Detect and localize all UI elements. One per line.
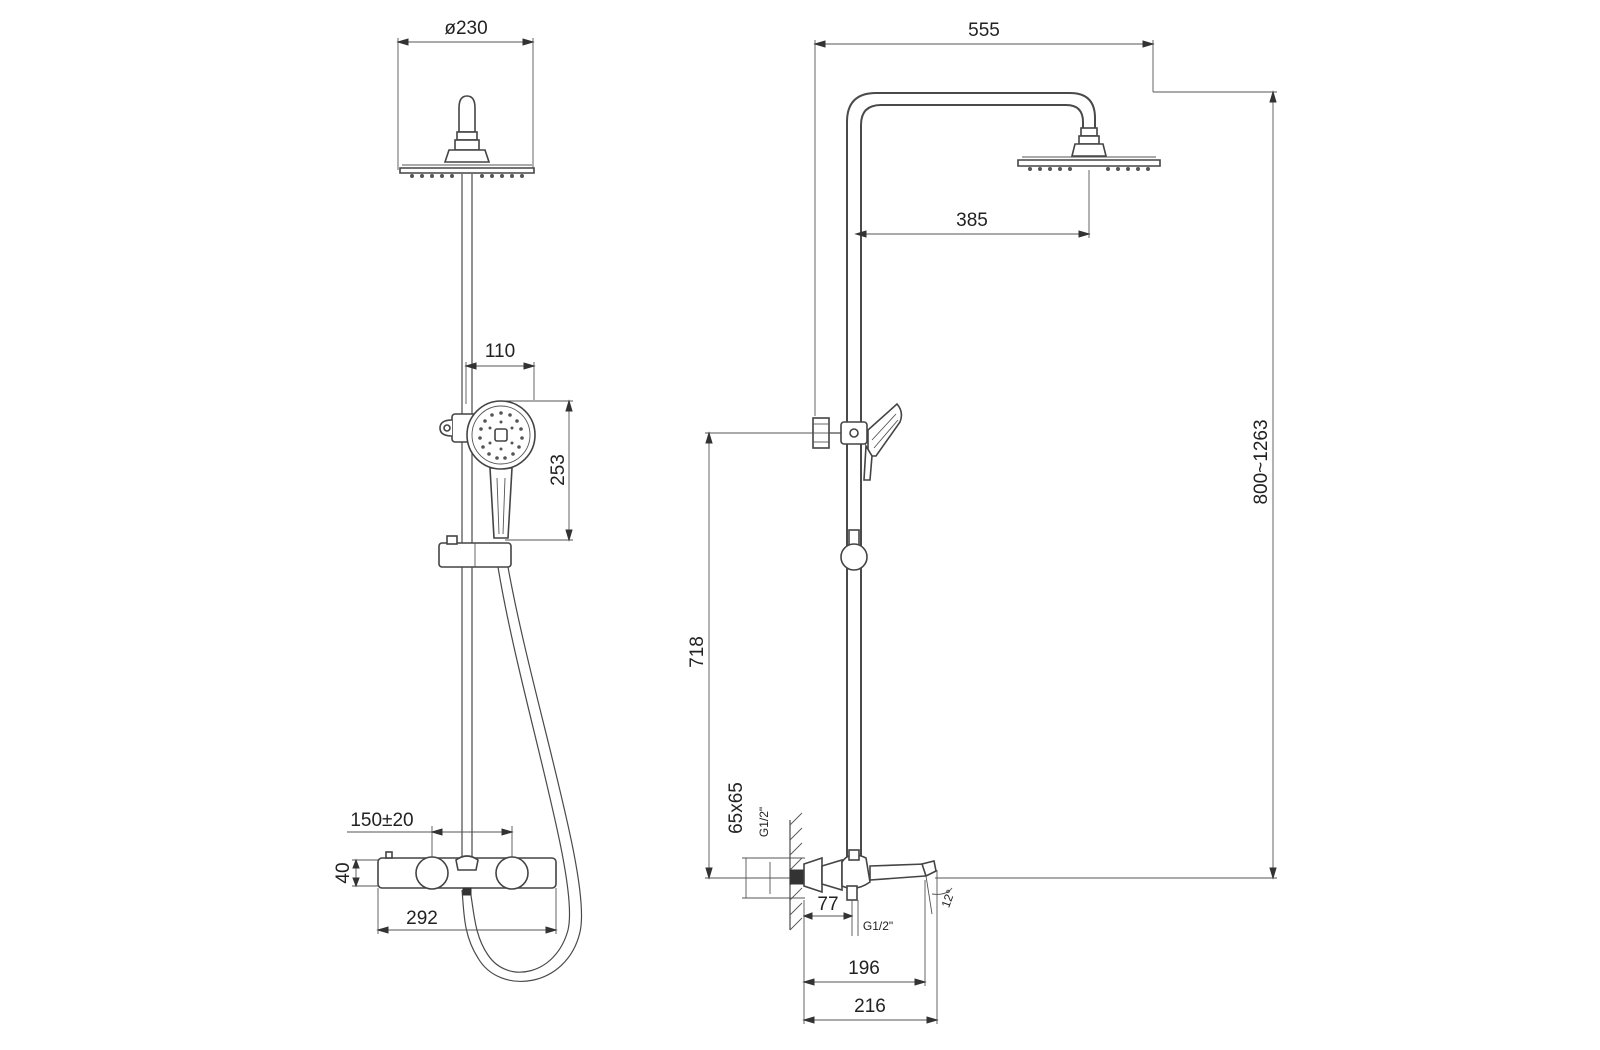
thermostatic-mixer	[377, 851, 557, 896]
mixer-depth-dimension: 77	[802, 894, 854, 936]
front-view: ø230	[333, 18, 583, 982]
spout-angle-label: 12°	[939, 888, 958, 910]
wall-thread-label: G1/2"	[757, 807, 771, 837]
side-column-and-arm	[846, 92, 1096, 864]
overall-depth-label: 216	[854, 996, 886, 1017]
hand-shower-height-label: 253	[548, 454, 569, 486]
inlet-spacing-dimension: 150±20	[347, 810, 514, 870]
column-height-label: 800~1263	[1251, 419, 1272, 504]
hand-shower-nozzles	[478, 411, 524, 460]
wall-thread-dimension: G1/2"	[757, 807, 771, 894]
mixer-depth-label: 77	[817, 894, 838, 915]
hand-shower-height-dimension: 253	[505, 399, 573, 542]
column-height-dimension: 800~1263	[935, 90, 1277, 880]
spout-angle-dimension: 12°	[925, 875, 958, 915]
hand-shower-width-dimension: 110	[464, 341, 536, 404]
outlet-thread-label: G1/2"	[863, 919, 893, 933]
side-view: 555 385	[687, 20, 1277, 1024]
spout-projection-label: 196	[848, 958, 880, 979]
side-rain-shower-head	[1017, 127, 1161, 171]
mixer-height-dimension: 40	[333, 858, 380, 888]
inlet-spacing-label: 150±20	[350, 810, 413, 831]
hand-shower-width-label: 110	[485, 341, 515, 362]
flange-size-label: 65x65	[726, 782, 747, 834]
rain-shower-head	[399, 95, 535, 178]
mixer-height-label: 40	[333, 862, 354, 883]
side-mixer	[789, 849, 937, 901]
head-offset-label: 385	[956, 210, 988, 231]
head-diameter-label: ø230	[444, 18, 487, 39]
bracket-height-dimension: 718	[687, 431, 813, 880]
spout-projection-dimension: 196	[802, 880, 927, 1024]
arm-projection-label: 555	[968, 20, 1000, 41]
side-head-nozzles	[1028, 167, 1150, 171]
arm-projection-dimension: 555	[813, 20, 1155, 416]
head-offset-dimension: 385	[854, 170, 1091, 238]
head-diameter-dimension: ø230	[396, 18, 535, 170]
side-slider	[840, 529, 868, 571]
overall-depth-dimension: 216	[802, 870, 939, 1024]
shower-hose	[461, 566, 583, 982]
head-nozzles	[410, 174, 524, 178]
mixer-length-label: 292	[406, 908, 438, 929]
flange-size-dimension: 65x65	[726, 782, 805, 899]
side-hand-shower	[863, 402, 903, 481]
slider-bracket	[438, 535, 512, 568]
riser-column	[461, 174, 473, 862]
side-wall-bracket	[812, 417, 868, 449]
bracket-height-label: 718	[687, 636, 708, 668]
mixer-length-dimension: 292	[376, 888, 558, 934]
hand-shower	[466, 400, 536, 539]
outlet-thread-dimension: G1/2"	[857, 900, 893, 936]
